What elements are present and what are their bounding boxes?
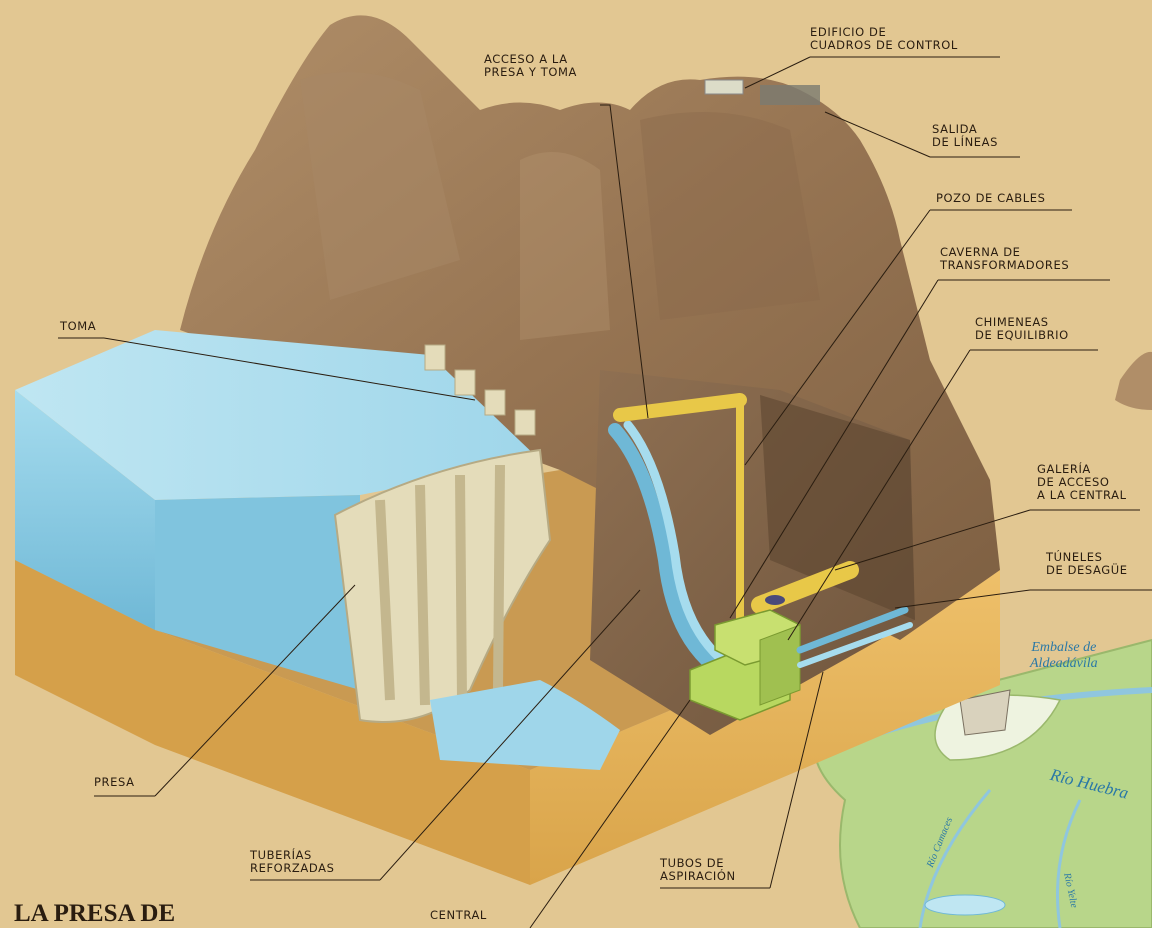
label-edificio-control: EDIFICIO DE CUADROS DE CONTROL: [810, 26, 958, 52]
map-label-embalse: Embalse de Aldeadávila: [1030, 640, 1098, 672]
label-tubos-aspiracion: TUBOS DE ASPIRACIÓN: [660, 857, 736, 883]
label-tuberias-reforzadas: TUBERÍAS REFORZADAS: [250, 849, 334, 875]
page-title: LA PRESA DE: [14, 900, 175, 928]
label-central: CENTRAL: [430, 909, 487, 922]
label-tuneles-desague: TÚNELES DE DESAGÜE: [1046, 551, 1128, 577]
label-caverna-transformadores: CAVERNA DE TRANSFORMADORES: [940, 246, 1069, 272]
label-pozo-cables: POZO DE CABLES: [936, 192, 1046, 205]
label-acceso-presa: ACCESO A LA PRESA Y TOMA: [484, 53, 577, 79]
label-chimeneas-equilibrio: CHIMENEAS DE EQUILIBRIO: [975, 316, 1069, 342]
label-toma: TOMA: [60, 320, 96, 333]
label-presa: PRESA: [94, 776, 135, 789]
label-salida-lineas: SALIDA DE LÍNEAS: [932, 123, 998, 149]
label-galeria-acceso: GALERÍA DE ACCESO A LA CENTRAL: [1037, 463, 1127, 502]
